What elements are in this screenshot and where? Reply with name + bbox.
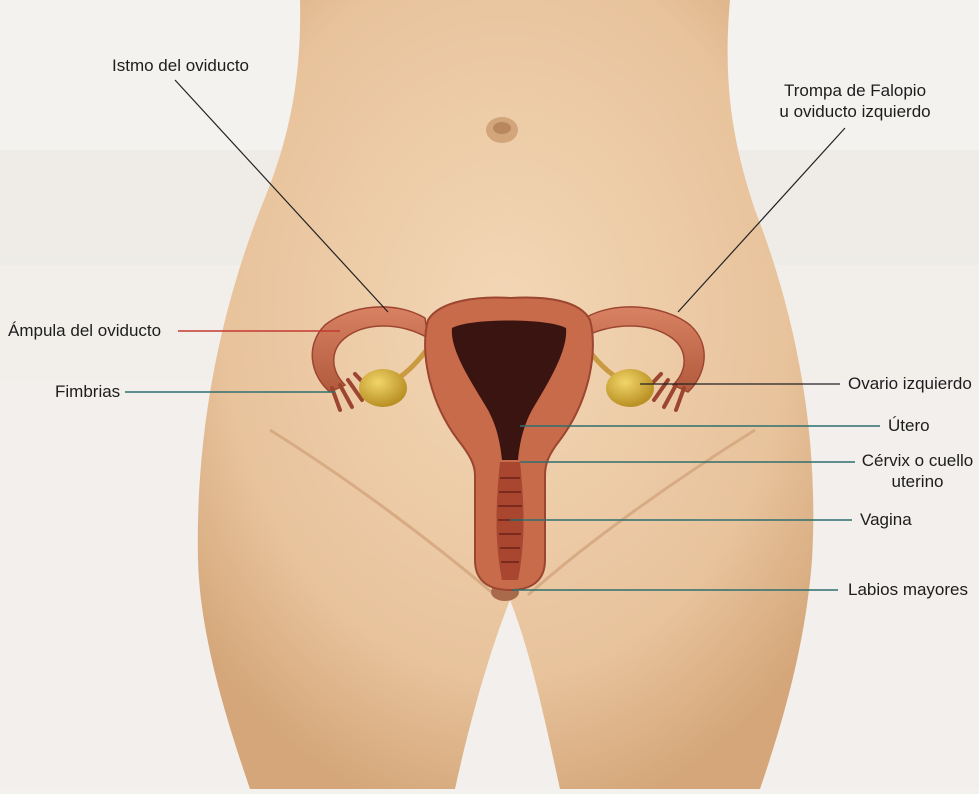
label-trompa-line2: u oviducto izquierdo	[745, 101, 965, 122]
label-utero: Útero	[888, 415, 930, 436]
label-labios: Labios mayores	[848, 579, 968, 600]
label-trompa: Trompa de Falopio u oviducto izquierdo	[745, 80, 965, 122]
label-ampula: Ámpula del oviducto	[8, 320, 161, 341]
label-cervix-line1: Cérvix o cuello	[860, 450, 975, 471]
label-trompa-line1: Trompa de Falopio	[745, 80, 965, 101]
label-fimbrias: Fimbrias	[55, 381, 120, 402]
label-cervix: Cérvix o cuello uterino	[860, 450, 975, 492]
label-vagina: Vagina	[860, 509, 912, 530]
label-ovario: Ovario izquierdo	[848, 373, 972, 394]
right-ovary	[606, 369, 654, 407]
label-cervix-line2: uterino	[860, 471, 975, 492]
label-istmo: Istmo del oviducto	[112, 55, 249, 76]
left-ovary	[359, 369, 407, 407]
